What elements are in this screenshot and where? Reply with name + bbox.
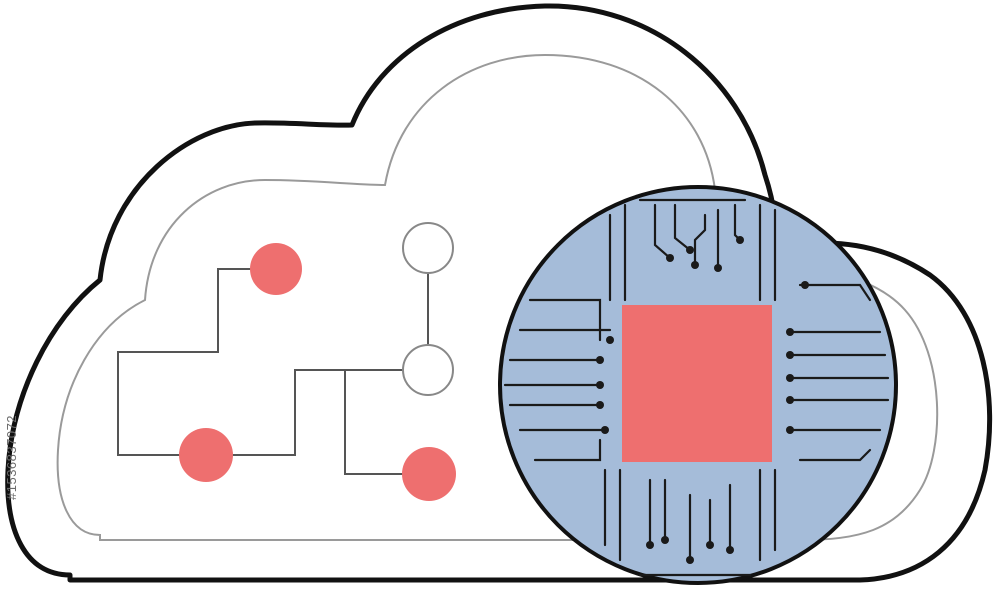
circuit-node-top [250,243,302,295]
cloud-circuit-traces [117,268,430,475]
chip-traces [503,198,890,577]
circuit-hollow-node-middle [402,344,454,396]
chip-core [622,305,772,462]
chip-trace-dots [596,236,809,564]
circuit-node-left [179,428,233,482]
cloud-inner-outline [56,53,939,541]
circuit-hollow-node-top [402,222,454,274]
circuit-node-bottom [402,447,456,501]
stock-id-watermark: #1536837072 [4,414,19,500]
